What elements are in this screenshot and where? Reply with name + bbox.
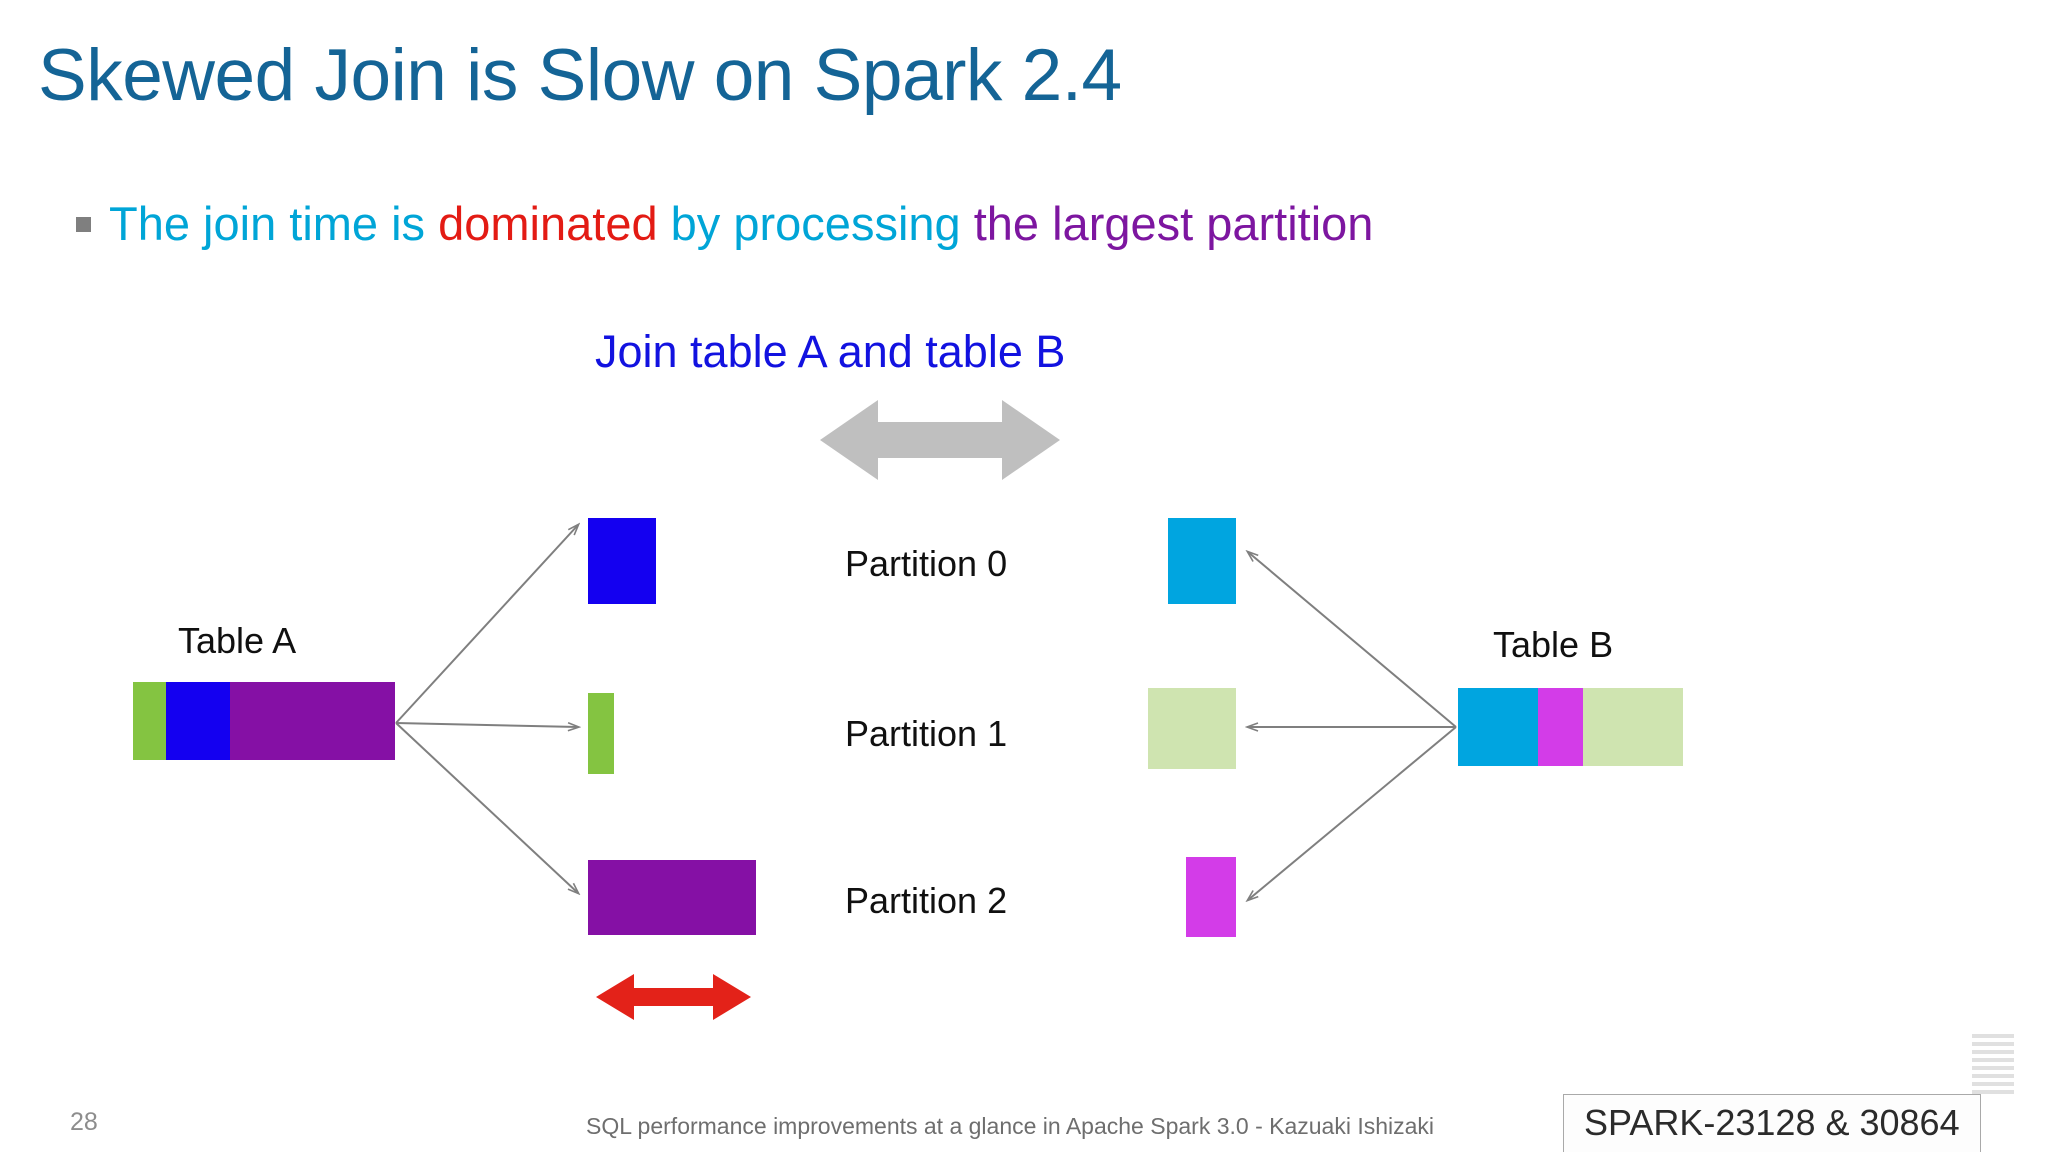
table-b-bar [1458, 688, 1683, 766]
table-b-magenta-segment [1538, 688, 1583, 766]
partition-0-right-block [1168, 518, 1236, 604]
bullet-line: The join time is dominated by processing… [76, 196, 1373, 252]
partition-1-left-block [588, 693, 614, 774]
partition-2-right-block [1186, 857, 1236, 937]
table-a-blue-segment [166, 682, 230, 760]
partition-label-0: Partition 0 [845, 543, 1008, 584]
bullet-segment-2: dominated [438, 197, 671, 250]
table-b-cyan-segment [1458, 688, 1538, 766]
ibm-logo [1972, 1032, 2014, 1094]
bullet-segment-3: by processing [670, 197, 974, 250]
square-bullet-icon [76, 216, 91, 232]
bullet-segment-4: the largest partition [973, 197, 1374, 250]
bullet-segment-1: The join time is [109, 197, 439, 250]
partition-2-left-block [588, 860, 756, 935]
red-double-arrow-icon [596, 974, 751, 1020]
page-number: 28 [70, 1108, 98, 1136]
partition-label-2: Partition 2 [845, 880, 1008, 921]
table-b-label: Table B [1493, 624, 1614, 665]
table-a-green-segment [133, 682, 166, 760]
table-b-light-green-segment [1583, 688, 1683, 766]
footer-text: SQL performance improvements at a glance… [586, 1113, 1435, 1139]
gray-double-arrow-icon [820, 400, 1060, 480]
table-a-label: Table A [178, 620, 297, 661]
page-title: Skewed Join is Slow on Spark 2.4 [38, 35, 1122, 116]
partition-0-left-block [588, 518, 656, 604]
table-a-connectors [395, 525, 578, 893]
table-a-purple-segment [230, 682, 395, 760]
table-b-connectors [1248, 552, 1457, 900]
partition-1-right-block [1148, 688, 1236, 769]
table-a-bar [133, 682, 395, 760]
join-caption: Join table A and table B [595, 326, 1066, 377]
spark-issue-badge: SPARK-23128 & 30864 [1563, 1094, 1981, 1152]
partition-label-1: Partition 1 [845, 713, 1008, 754]
